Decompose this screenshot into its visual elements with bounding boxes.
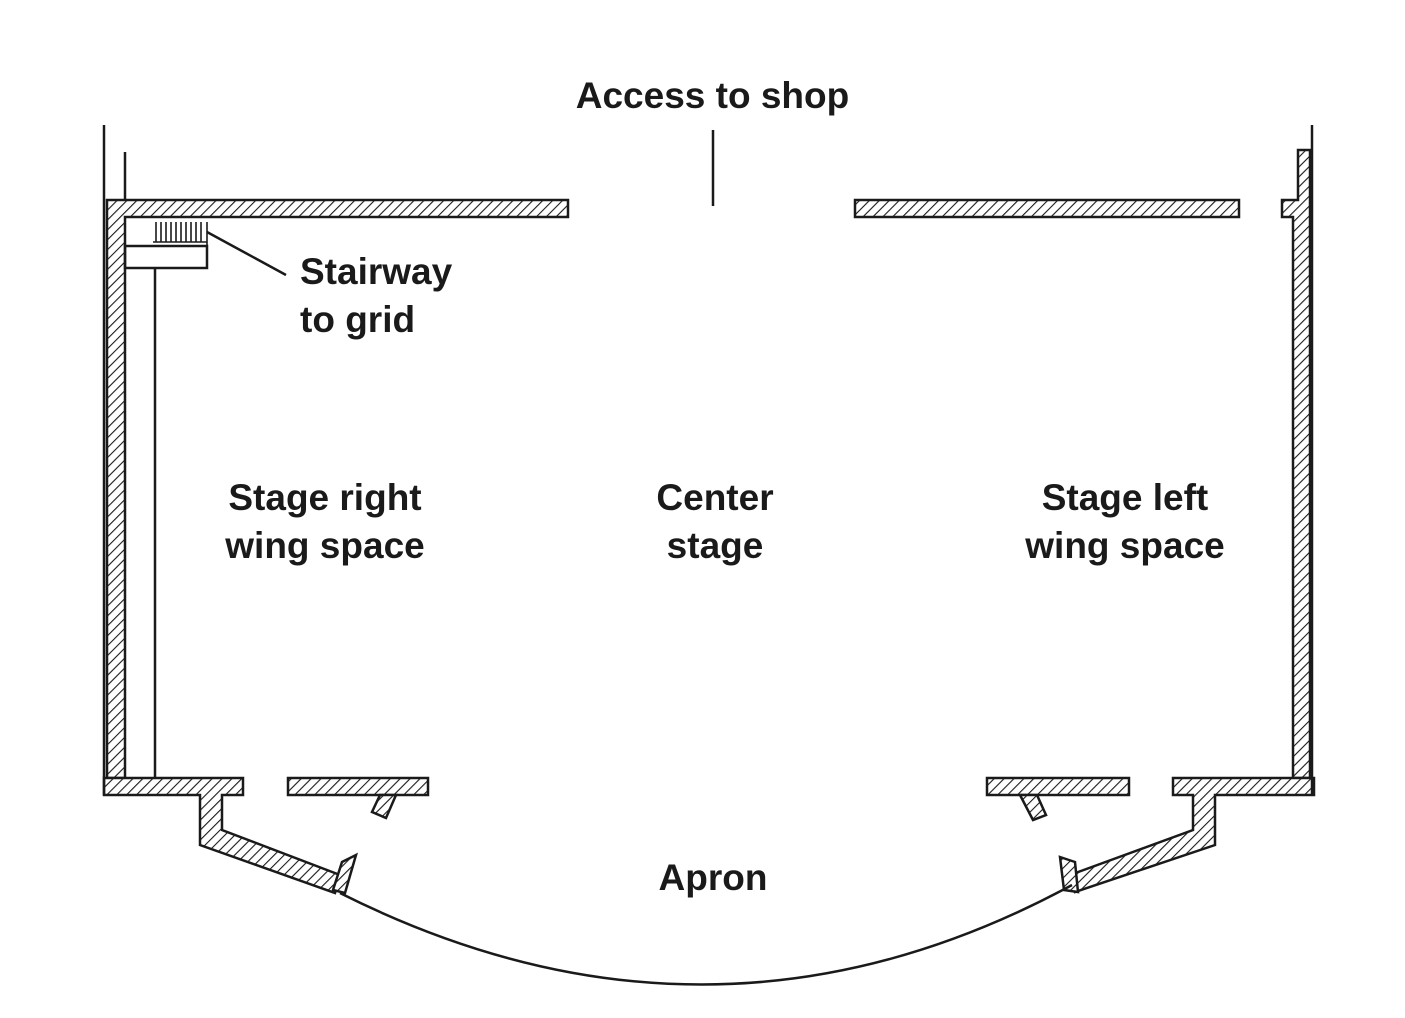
apron-edge <box>339 883 1073 986</box>
stairway-label: Stairway to grid <box>300 251 453 340</box>
proscenium-right-flap <box>1017 793 1048 822</box>
access-to-shop-label: Access to shop <box>575 75 850 116</box>
proscenium-left-stub <box>286 776 430 797</box>
stage-left-wall <box>1280 148 1312 780</box>
stage-right-label: Stage right wing space <box>225 477 425 566</box>
apron-label: Apron <box>658 857 768 898</box>
stage-left-label: Stage left wing space <box>1025 477 1225 566</box>
stair-treads <box>153 222 208 246</box>
apron-right-post <box>1058 855 1080 894</box>
center-stage-label: Center stage <box>656 477 774 566</box>
upstage-left-wall <box>853 198 1241 219</box>
proscenium-left-flap <box>370 793 398 820</box>
stairway-landing <box>123 244 209 270</box>
stairway-leader <box>206 230 287 277</box>
apron-left-post <box>331 852 358 895</box>
proscenium-right-stub <box>985 776 1131 797</box>
